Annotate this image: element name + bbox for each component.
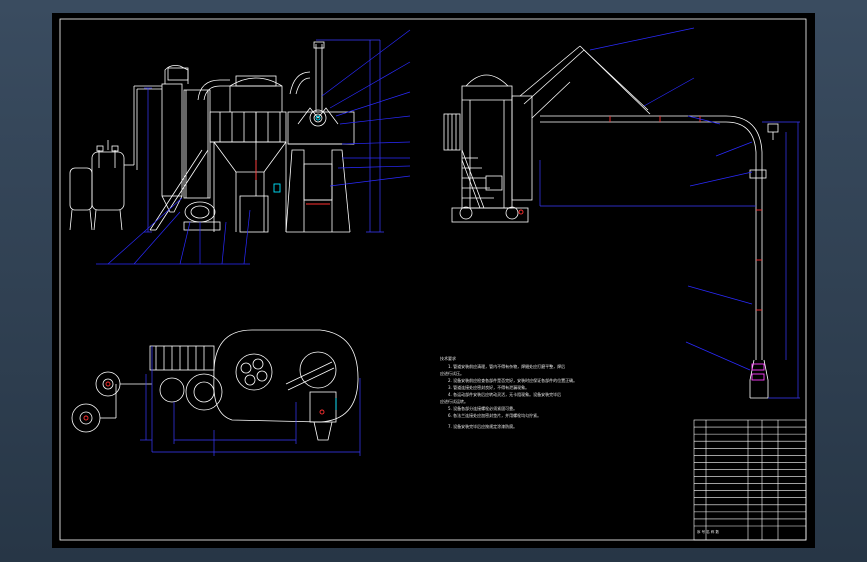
note-line: 5. 设备各部分连接螺栓必须紧固可靠。 xyxy=(448,405,517,411)
note-line: 3. 管道连接处应密封良好，不得有泄漏现象。 xyxy=(448,384,529,390)
title-block-text: 序 号 名 称 数 xyxy=(697,529,719,534)
note-line: 7. 设备安装完毕后应按规定涂漆防腐。 xyxy=(448,423,517,429)
notes-heading: 技术要求 xyxy=(440,355,456,361)
title-block-footer: 序 号 名 称 数 xyxy=(697,529,719,534)
left-elevation-view xyxy=(69,41,355,233)
technical-notes: 技术要求 1. 管道安装前应清理，管内不得有杂物，焊缝处应打磨平整，焊后 应进行… xyxy=(440,355,577,429)
title-block xyxy=(693,419,807,541)
part-leader-lines xyxy=(96,27,753,371)
plan-view xyxy=(71,329,359,441)
drawing-sheet: 技术要求 1. 管道安装前应清理，管内不得有杂物，焊缝处应打磨平整，焊后 应进行… xyxy=(52,13,815,548)
note-line: 应进行试运转。 xyxy=(440,398,468,404)
note-line: 应进行试压。 xyxy=(440,370,464,376)
note-line: 4. 各运动部件安装后应转动灵活，无卡阻现象。设备安装完毕后 xyxy=(448,391,561,397)
note-line: 1. 管道安装前应清理，管内不得有杂物，焊缝处应打磨平整，焊后 xyxy=(448,363,565,369)
right-elevation-color-details xyxy=(518,116,765,381)
plan-view-color-details xyxy=(83,381,337,421)
inner-border xyxy=(59,18,807,541)
dimension-lines xyxy=(140,39,800,456)
note-line: 6. 各法兰连接处应加密封垫片，并用螺栓均匀拧紧。 xyxy=(448,412,541,418)
left-elevation-color-details xyxy=(255,115,330,205)
note-line: 2. 设备安装前应检查各部件是否完好，安装时应保证各部件的位置正确。 xyxy=(448,377,577,383)
right-elevation-view xyxy=(443,45,779,399)
engineering-drawing: 技术要求 1. 管道安装前应清理，管内不得有杂物，焊缝处应打磨平整，焊后 应进行… xyxy=(59,18,807,541)
